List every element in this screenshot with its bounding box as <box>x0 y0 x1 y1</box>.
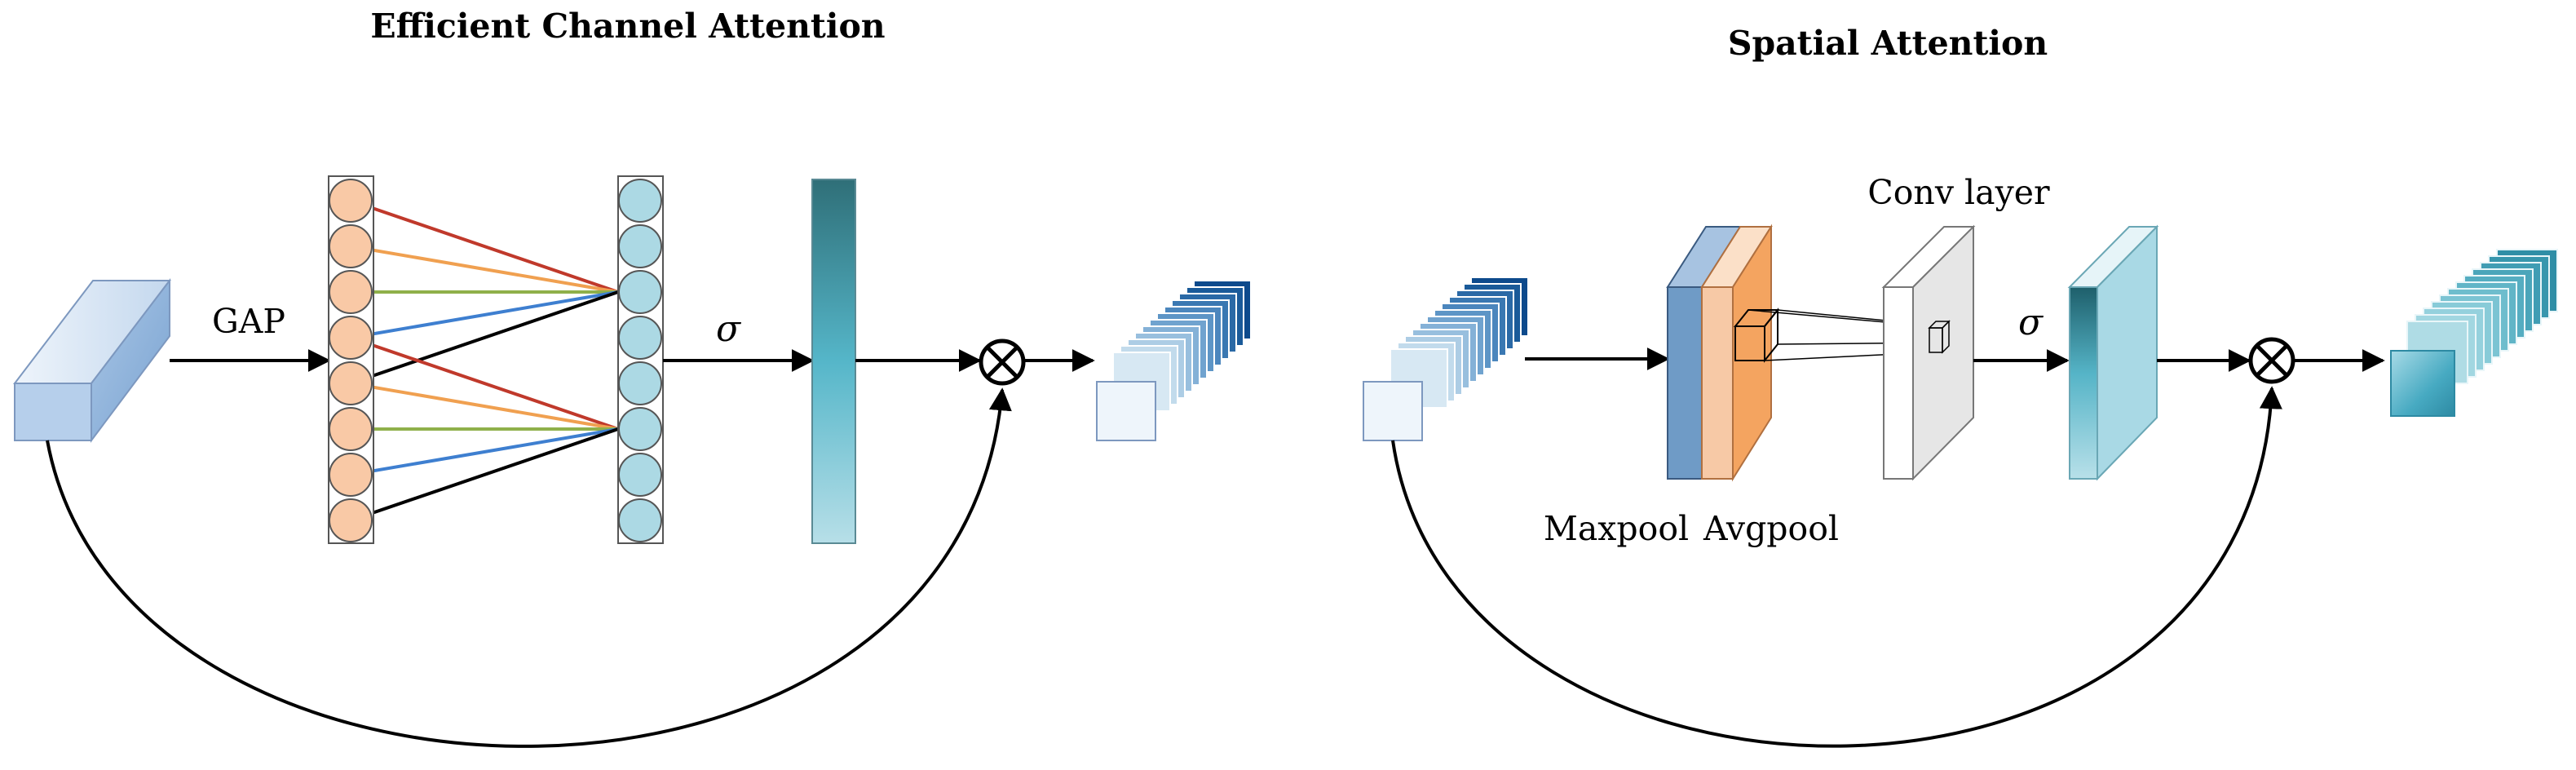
sa-avgpool-map <box>1700 223 1773 482</box>
eca-output-feature-stack <box>1096 280 1252 441</box>
eca-input-feature-map <box>12 278 172 443</box>
maxpool-label: Maxpool <box>1544 509 1689 548</box>
eca-pooled-channel-nodes <box>328 175 374 544</box>
sa-output-feature-stack <box>2390 249 2558 417</box>
eca-title: Efficient Channel Attention <box>370 7 885 46</box>
sa-conv-layer <box>1881 224 1976 481</box>
eca-1d-conv-connections <box>350 199 619 522</box>
gap-label: GAP <box>212 302 285 341</box>
sa-input-feature-stack <box>1363 277 1529 441</box>
eca-multiply-icon <box>979 339 1026 386</box>
sa-maxpool-map <box>1666 226 1742 480</box>
eca-output-channel-nodes <box>617 175 664 544</box>
conv-layer-label: Conv layer <box>1867 173 2050 212</box>
sa-title: Spatial Attention <box>1728 24 2048 63</box>
sa-skip-connection <box>1391 386 2282 748</box>
sa-multiply-icon <box>2248 337 2295 384</box>
eca-skip-connection <box>46 387 1012 748</box>
sa-spatial-weights-map <box>2067 224 2159 481</box>
sa-sigma-label: σ <box>2018 302 2044 343</box>
avgpool-label: Avgpool <box>1703 509 1839 548</box>
eca-sigma-label: σ <box>716 308 742 350</box>
eca-channel-weights-bar <box>811 179 856 544</box>
